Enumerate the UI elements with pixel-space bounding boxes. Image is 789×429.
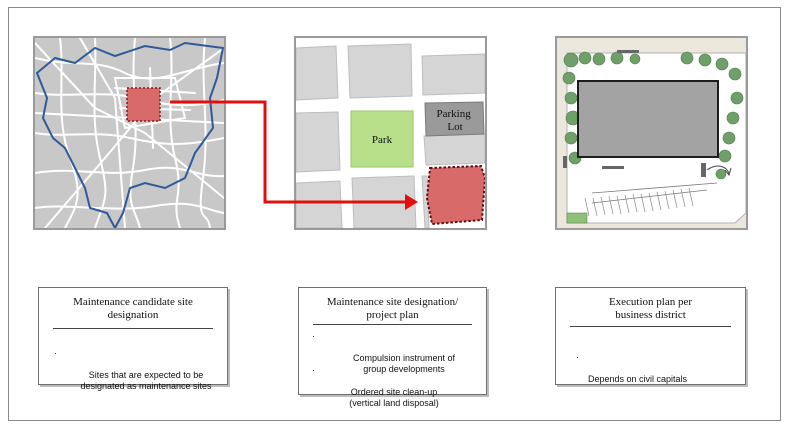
city-map xyxy=(35,38,224,228)
parking-lot-label-line1: Parking xyxy=(437,108,472,120)
caption-bullet: · Depends on civil capitals xyxy=(576,352,738,385)
park-label: Park xyxy=(372,134,393,146)
city-map-panel xyxy=(33,36,226,230)
parking-lot-block xyxy=(424,101,485,137)
bullet-text: Compulsion instrument of group developme… xyxy=(352,353,456,374)
caption-divider xyxy=(53,328,213,329)
caption-title: Maintenance candidate site designation xyxy=(73,296,193,321)
diagram-frame xyxy=(8,7,781,421)
caption-bullet: · Sites that are expected to be designat… xyxy=(54,348,226,392)
caption-title: Maintenance site designation/ project pl… xyxy=(326,296,459,321)
caption-bullet: · Ordered site clean-up (vertical land d… xyxy=(312,365,464,409)
caption-divider xyxy=(570,326,731,327)
bullet-marker: · xyxy=(576,352,579,362)
parking-lot-label: Parking Lot xyxy=(437,108,474,133)
bullet-marker: · xyxy=(54,348,57,358)
bullet-text: Ordered site clean-up (vertical land dis… xyxy=(349,387,439,408)
bullet-marker: · xyxy=(312,365,315,375)
project-site-highlight xyxy=(425,164,485,226)
bullet-marker: · xyxy=(312,331,315,341)
building-plan xyxy=(557,38,746,228)
bullet-text: Sites that are expected to be designated… xyxy=(80,370,212,391)
building-plan-panel xyxy=(555,36,748,230)
bullet-text: Depends on civil capitals xyxy=(588,374,688,384)
caption-bullet: · Compulsion instrument of group develop… xyxy=(312,331,484,375)
caption-box-execution-plan: Execution plan per business district · D… xyxy=(555,287,746,385)
site-plan: Park Parking Lot xyxy=(296,38,485,228)
parking-lot-label-line2: Lot xyxy=(447,121,462,133)
building-footprint xyxy=(577,80,719,158)
site-plan-panel: Park Parking Lot xyxy=(294,36,487,230)
caption-box-candidate-site: Maintenance candidate site designation ·… xyxy=(38,287,228,391)
caption-divider xyxy=(313,324,472,325)
candidate-site-highlight xyxy=(126,87,161,122)
caption-box-project-plan: Maintenance site designation/ project pl… xyxy=(298,287,487,408)
caption-title: Execution plan per business district xyxy=(608,296,693,321)
